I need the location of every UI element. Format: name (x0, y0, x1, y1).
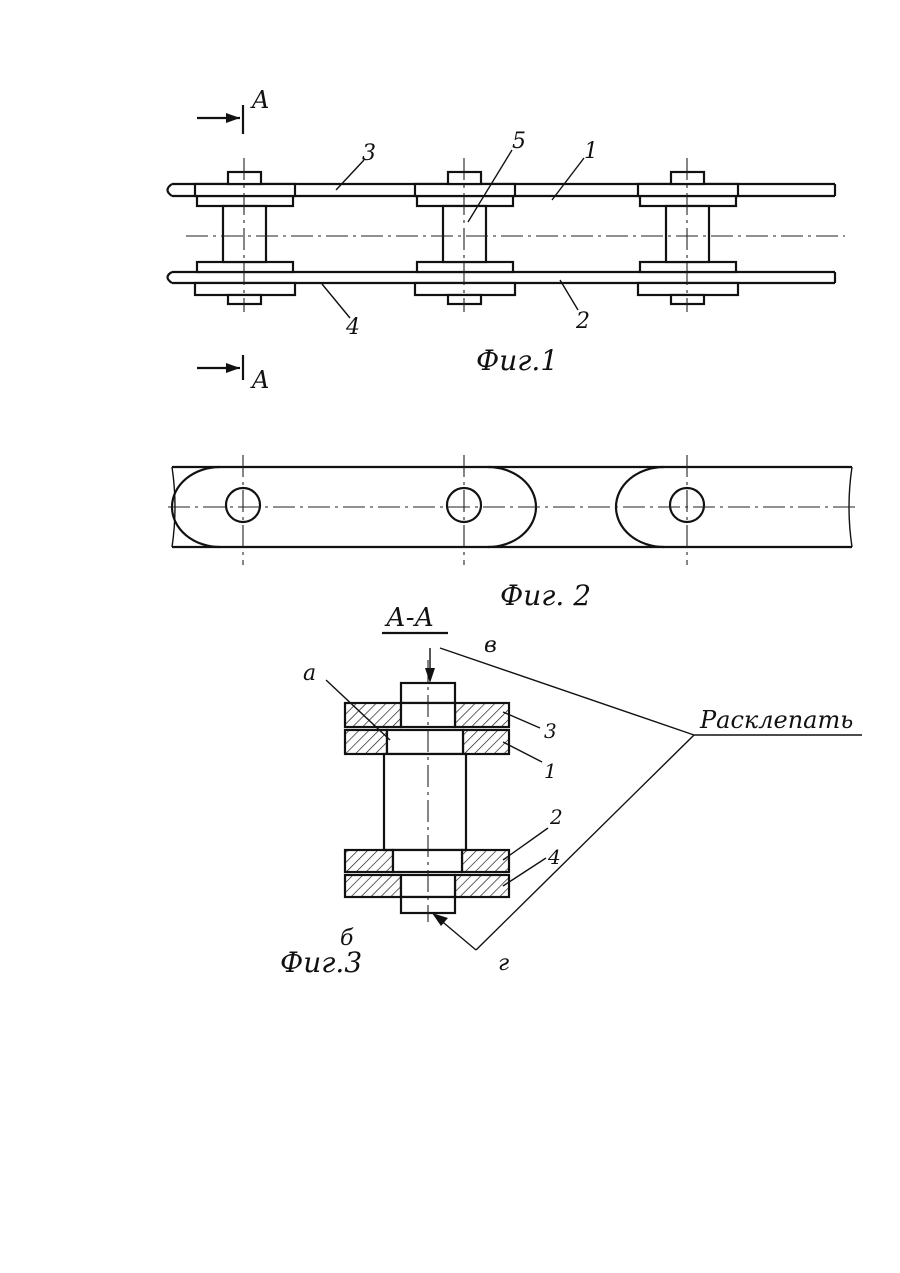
section-letter-top: A (250, 86, 269, 114)
plate-3-right (455, 703, 509, 727)
inner-link-top-b (417, 196, 513, 206)
callout-fig3-4: 4 (547, 845, 561, 869)
bushing-top (387, 730, 463, 754)
section-arrow-bottom: A (197, 355, 269, 394)
section-letter-bottom: A (250, 366, 269, 394)
fig1-caption: Фиг.1 (476, 344, 558, 377)
callout-4: 4 (345, 315, 360, 340)
inner-link-top-a (197, 196, 293, 206)
plate-4-left (345, 875, 401, 897)
plate-1-right (463, 730, 509, 754)
section-arrow-top: A (197, 86, 269, 134)
rivet-leader-lines (440, 648, 694, 950)
plate-1-left (345, 730, 387, 754)
callout-5: 5 (512, 129, 526, 154)
pin-assembly-1 (195, 172, 295, 304)
inner-link-bottom-a (197, 262, 293, 272)
pin-body-middle (384, 754, 466, 850)
rivet-note: Расклепать (699, 706, 853, 734)
section-title: А-А (384, 603, 434, 633)
inner-link-bottom-b (417, 262, 513, 272)
callout-3: 3 (362, 141, 376, 166)
inner-link-top-c (640, 196, 736, 206)
callout-fig3-1: 1 (544, 759, 557, 783)
inner-link-bottom-c (640, 262, 736, 272)
outer-link-bottom (168, 272, 836, 283)
fig2-caption: Фиг. 2 (500, 579, 591, 612)
callout-v: в (484, 633, 497, 658)
pin-assembly-3 (638, 172, 738, 304)
fig3-caption: Фиг.3 (280, 946, 362, 979)
callout-fig3-2: 2 (549, 805, 563, 829)
callout-fig3-3: 3 (544, 719, 557, 743)
fig1-chain-side-view: A A (168, 86, 846, 394)
fig2-chain-top-view: Фиг. 2 (168, 455, 858, 612)
plate-2-left (345, 850, 393, 872)
callout-a: а (303, 661, 316, 686)
callout-2: 2 (575, 309, 590, 334)
callout-1: 1 (584, 139, 598, 164)
fig3-section-a-a: А-А Расклепать а (280, 603, 862, 979)
pin-assembly-2 (415, 172, 515, 304)
plate-4-right (455, 875, 509, 897)
callout-g: г (498, 951, 509, 976)
plate-2-right (462, 850, 509, 872)
